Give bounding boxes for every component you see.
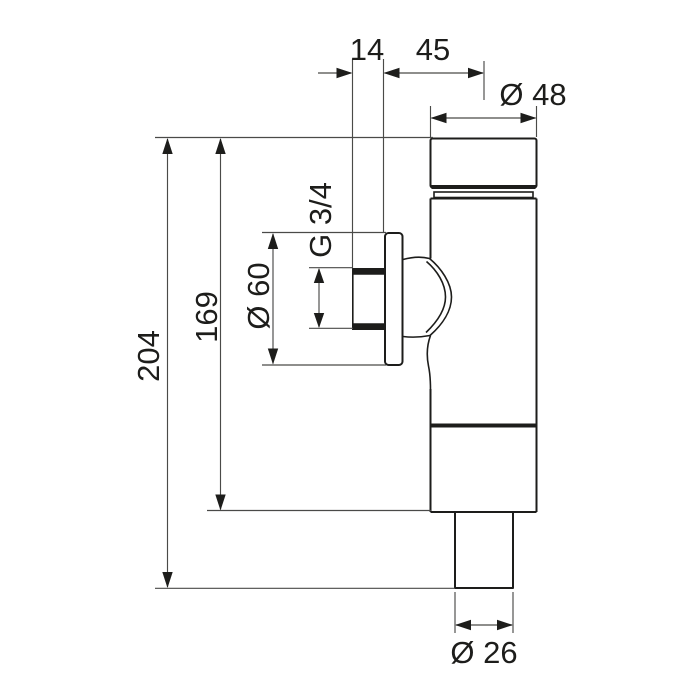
dim-169 [207, 138, 431, 512]
dim-label-body-height: 169 [189, 291, 224, 343]
valve-cap [429, 137, 538, 199]
dim-label-wall-to-axis: 45 [416, 32, 450, 67]
outlet-pipe [454, 512, 514, 589]
dim-label-thread-projection: 14 [350, 32, 384, 67]
dim-label-overall-height: 204 [131, 330, 166, 382]
dimension-lines [155, 59, 538, 633]
dim-d48 [429, 106, 538, 137]
dim-204 [155, 138, 455, 589]
dim-14 [318, 59, 354, 268]
dim-label-outlet-diameter: Ø 26 [450, 635, 517, 670]
wall-flange [384, 232, 404, 366]
thread-nipple [351, 268, 386, 330]
dim-45 [382, 59, 485, 233]
dim-label-inlet-thread: G 3/4 [303, 182, 338, 258]
inlet-bell [402, 256, 453, 391]
cap-ring-groove [433, 191, 534, 199]
thread-bottom-crest [352, 324, 386, 330]
bell-body-blend [426, 335, 432, 391]
dim-label-body-diameter: Ø 48 [499, 77, 566, 112]
dim-d26 [454, 592, 514, 633]
dimension-labels: 204 169 Ø 60 G 3/4 14 45 Ø 48 Ø 26 [131, 32, 567, 670]
dim-label-rosette-diameter: Ø 60 [241, 262, 276, 329]
dim-g34 [309, 267, 353, 329]
thread-top-crest [352, 268, 386, 274]
dim-d60 [262, 231, 386, 366]
valve-body [429, 197, 538, 513]
valve-outline [351, 137, 538, 589]
